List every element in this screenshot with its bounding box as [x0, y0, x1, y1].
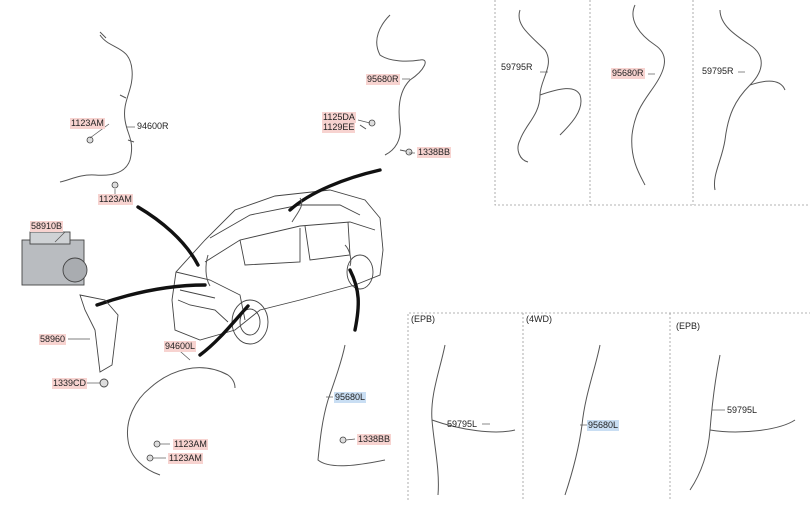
- part-label-59795R[interactable]: 59795R: [702, 66, 734, 76]
- part-label-59795L[interactable]: 59795L: [727, 405, 758, 415]
- section-epb-2: (EPB): [676, 321, 701, 331]
- part-label-95680L[interactable]: 95680L: [587, 420, 620, 431]
- section-epb-1: (EPB): [411, 314, 436, 324]
- part-label-1123AM[interactable]: 1123AM: [70, 118, 105, 129]
- leader-lines: [54, 71, 745, 459]
- part-label-58960[interactable]: 58960: [39, 334, 67, 345]
- part-label-1125DA[interactable]: 1125DA: [322, 112, 356, 123]
- part-label-59795R[interactable]: 59795R: [501, 62, 533, 72]
- fasteners: [86, 119, 413, 462]
- variant-sensor-drawings: [431, 4, 796, 496]
- part-label-1339CD[interactable]: 1339CD: [52, 378, 88, 389]
- part-label-1123AM[interactable]: 1123AM: [173, 439, 208, 450]
- part-label-1123AM[interactable]: 1123AM: [98, 194, 133, 205]
- part-label-58910B[interactable]: 58910B: [30, 221, 64, 232]
- section-4wd: (4WD): [526, 314, 552, 324]
- variant-frames: [407, 0, 810, 500]
- abs-module: [21, 231, 119, 388]
- part-label-95680R[interactable]: 95680R: [611, 68, 645, 79]
- frame-top-variants: [494, 0, 810, 206]
- harness-drawings: [59, 14, 426, 476]
- part-label-95680R[interactable]: 95680R: [366, 74, 400, 85]
- part-label-1338BB[interactable]: 1338BB: [417, 147, 452, 158]
- part-label-95680L[interactable]: 95680L: [334, 392, 367, 403]
- part-label-1129EE[interactable]: 1129EE: [322, 122, 356, 133]
- part-label-94600L[interactable]: 94600L: [164, 341, 197, 352]
- callout-lines: [95, 168, 382, 357]
- part-label-94600R[interactable]: 94600R: [137, 121, 169, 131]
- part-label-59795L[interactable]: 59795L: [447, 419, 478, 429]
- part-label-1123AM[interactable]: 1123AM: [168, 453, 203, 464]
- car-illustration: [171, 189, 384, 345]
- part-label-1338BB[interactable]: 1338BB: [357, 434, 392, 445]
